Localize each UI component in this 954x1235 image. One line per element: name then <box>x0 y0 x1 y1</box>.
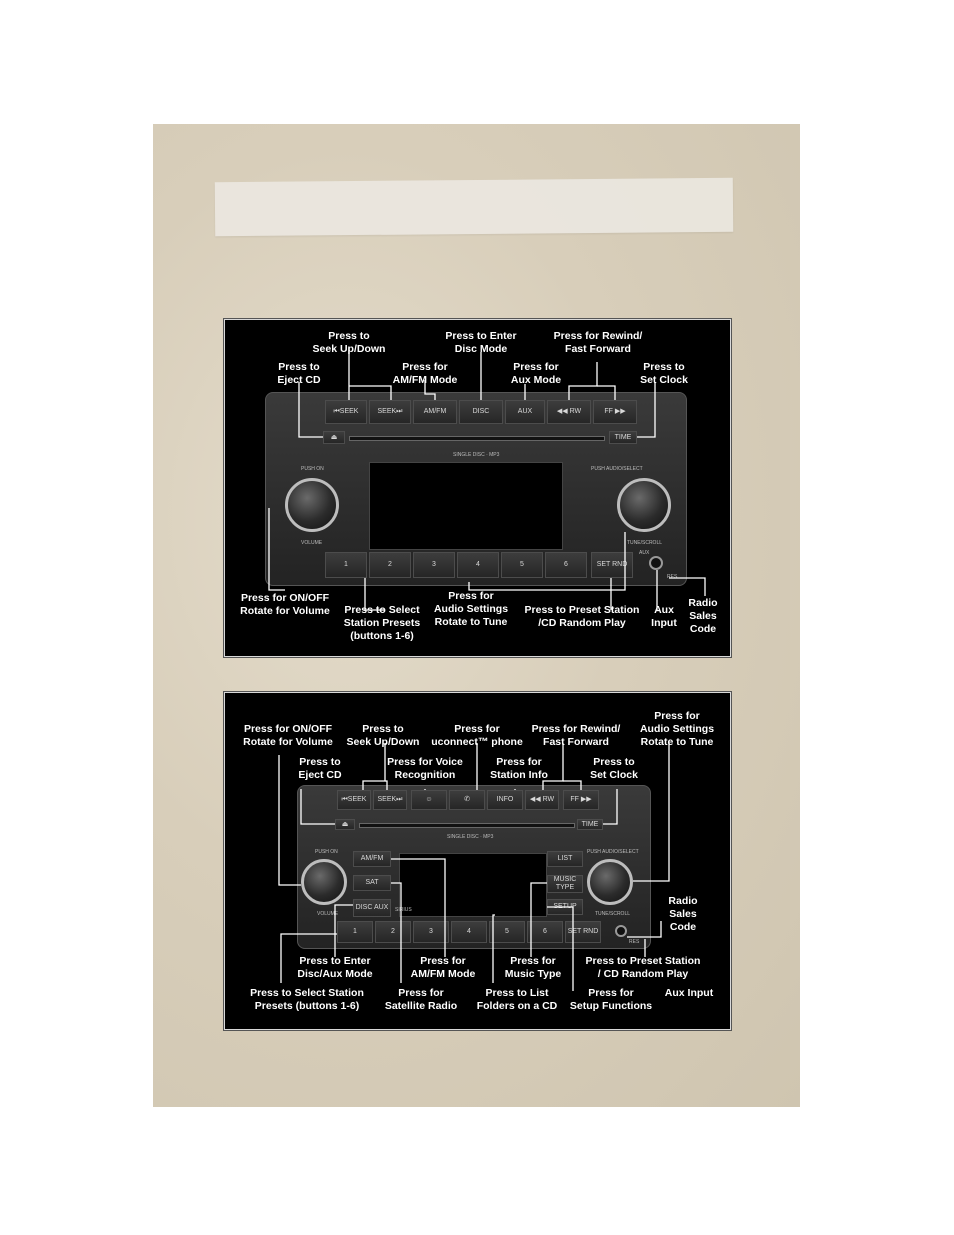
single-disc-label: SINGLE DISC · MP3 <box>447 834 494 840</box>
amfm-button[interactable]: AM/FM <box>353 851 391 867</box>
time-button[interactable]: TIME <box>609 431 637 444</box>
disc-button[interactable]: DISC <box>459 400 503 424</box>
push-audio-label: PUSH AUDIO/SELECT <box>591 466 643 472</box>
res-label: RES <box>629 939 640 945</box>
seek-up-button[interactable]: SEEK⏭ <box>369 400 411 424</box>
display-screen <box>369 462 563 550</box>
volume-label: VOLUME <box>301 540 323 546</box>
tune-knob[interactable] <box>587 859 633 905</box>
preset-3-button[interactable]: 3 <box>413 921 449 943</box>
fast-forward-button[interactable]: FF ▶▶ <box>563 790 599 810</box>
push-on-label: PUSH ON <box>301 466 324 472</box>
sat-button[interactable]: SAT <box>353 875 391 891</box>
preset-6-button[interactable]: 6 <box>527 921 563 943</box>
music-type-button[interactable]: MUSIC TYPE <box>547 875 583 893</box>
callout-lines-1 <box>268 348 706 611</box>
preset-6-button[interactable]: 6 <box>545 552 587 578</box>
aux-jack-label: AUX <box>639 550 650 556</box>
tape-strip <box>214 177 734 237</box>
preset-2-button[interactable]: 2 <box>375 921 411 943</box>
volume-label: VOLUME <box>317 911 339 917</box>
label-aux-input: Aux Input <box>664 987 714 999</box>
aux-input-jack[interactable] <box>649 556 663 570</box>
rewind-button[interactable]: ◀◀ RW <box>525 790 559 810</box>
fast-forward-button[interactable]: FF ▶▶ <box>593 400 637 424</box>
preset-1-button[interactable]: 1 <box>337 921 373 943</box>
cd-slot[interactable] <box>349 436 605 441</box>
label-rewind-ff: Press for Rewind/Fast Forward <box>553 330 643 355</box>
display-screen <box>399 853 547 917</box>
seek-down-button[interactable]: ⏮SEEK <box>325 400 367 424</box>
eject-button[interactable]: ⏏ <box>323 431 345 444</box>
radio-diagram-2: ⏮SEEK SEEK⏭ ☺ ✆ INFO ◀◀ RW FF ▶▶ ⏏ TIME … <box>224 692 731 1030</box>
single-disc-label: SINGLE DISC · MP3 <box>453 452 500 458</box>
push-audio-label: PUSH AUDIO/SELECT <box>587 849 639 855</box>
preset-3-button[interactable]: 3 <box>413 552 455 578</box>
res-label: RES <box>667 574 678 580</box>
seek-down-button[interactable]: ⏮SEEK <box>337 790 371 810</box>
set-rnd-button[interactable]: SET RND <box>565 921 601 943</box>
volume-knob[interactable] <box>285 478 339 532</box>
eject-button[interactable]: ⏏ <box>335 819 355 830</box>
aux-input-jack[interactable] <box>615 925 627 937</box>
time-button[interactable]: TIME <box>577 819 603 830</box>
cd-slot[interactable] <box>359 823 575 828</box>
preset-5-button[interactable]: 5 <box>489 921 525 943</box>
preset-5-button[interactable]: 5 <box>501 552 543 578</box>
seek-up-button[interactable]: SEEK⏭ <box>373 790 407 810</box>
preset-4-button[interactable]: 4 <box>457 552 499 578</box>
set-rnd-button[interactable]: SET RND <box>591 552 633 578</box>
tune-label: TUNE/SCROLL <box>627 540 663 546</box>
disc-aux-button[interactable]: DISC AUX <box>353 899 391 917</box>
radio-diagram-1: ⏮SEEK SEEK⏭ AM/FM DISC AUX ◀◀ RW FF ▶▶ ⏏… <box>224 319 731 657</box>
tune-label: TUNE/SCROLL <box>595 911 631 917</box>
label-rewind-ff: Press for Rewind/Fast Forward <box>531 723 621 748</box>
rewind-button[interactable]: ◀◀ RW <box>547 400 591 424</box>
list-button[interactable]: LIST <box>547 851 583 867</box>
aux-button[interactable]: AUX <box>505 400 545 424</box>
voice-button[interactable]: ☺ <box>411 790 447 810</box>
info-button[interactable]: INFO <box>487 790 523 810</box>
preset-1-button[interactable]: 1 <box>325 552 367 578</box>
phone-button[interactable]: ✆ <box>449 790 485 810</box>
push-on-label: PUSH ON <box>315 849 338 855</box>
sirius-logo: SIRIUS <box>395 907 412 913</box>
tune-knob[interactable] <box>617 478 671 532</box>
label-set-rnd: Press to Preset Station/CD Random Play <box>524 604 640 629</box>
volume-knob[interactable] <box>301 859 347 905</box>
amfm-button[interactable]: AM/FM <box>413 400 457 424</box>
preset-2-button[interactable]: 2 <box>369 552 411 578</box>
label-set-rnd: Press to Preset Station/ CD Random Play <box>585 955 701 980</box>
callout-lines-2 <box>278 743 670 991</box>
preset-4-button[interactable]: 4 <box>451 921 487 943</box>
